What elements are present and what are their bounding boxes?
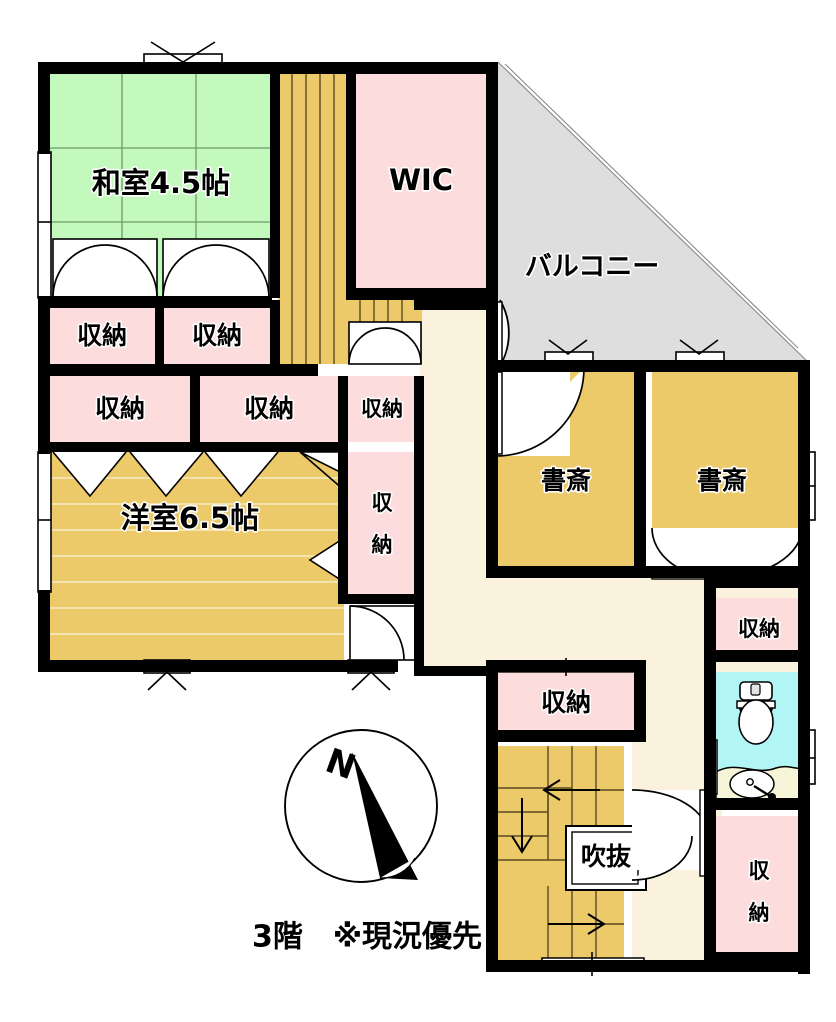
closet-g-floor bbox=[716, 598, 802, 658]
sink-drain bbox=[746, 778, 754, 786]
closet-f-floor bbox=[346, 452, 418, 598]
fukinuke-inner bbox=[571, 831, 639, 885]
balcony-area bbox=[497, 61, 807, 361]
label-closet-h-char1: 収 bbox=[749, 859, 771, 883]
closet-f-group bbox=[346, 452, 418, 598]
tatami-mat-lines bbox=[50, 72, 272, 298]
stairs-arrow-left bbox=[542, 779, 600, 801]
label-yoshitsu: 洋室6.5帖 bbox=[121, 501, 259, 535]
closet-d-floor bbox=[199, 376, 340, 442]
compass-needle-base bbox=[379, 857, 416, 879]
closet-g-group bbox=[716, 598, 802, 658]
room-study-right bbox=[651, 339, 816, 580]
stairs-arrow-down bbox=[511, 798, 533, 854]
study-left-door bbox=[489, 367, 585, 457]
closet-i-group bbox=[495, 658, 637, 734]
closet-row-upper bbox=[50, 306, 271, 366]
yoshitsu-closet-openings bbox=[52, 451, 345, 498]
label-study-left: 書斎 bbox=[541, 466, 591, 495]
label-wic: WIC bbox=[389, 163, 453, 197]
label-closet-h: 収 納 bbox=[747, 857, 772, 926]
room-toilet bbox=[705, 672, 816, 803]
washitsu-window bbox=[37, 151, 52, 299]
label-fukinuke: 吹抜 bbox=[581, 842, 632, 871]
wall-layer bbox=[38, 62, 810, 974]
room-washitsu bbox=[37, 41, 272, 299]
label-closet-f-char1: 収 bbox=[372, 491, 394, 515]
label-closet-c: 収納 bbox=[95, 394, 145, 423]
balcony-edge-line bbox=[497, 61, 807, 361]
wic-floor bbox=[352, 72, 492, 292]
upper-stair-treads bbox=[291, 72, 335, 364]
balcony-rail-line bbox=[504, 63, 799, 349]
compass-needle bbox=[352, 752, 418, 880]
label-closet-f-char2: 納 bbox=[372, 533, 393, 557]
toilet-fixture bbox=[736, 681, 776, 745]
label-washitsu: 和室4.5帖 bbox=[92, 166, 230, 200]
closet-b-floor bbox=[163, 306, 271, 366]
label-balcony: バルコニー bbox=[525, 252, 659, 283]
label-closet-b: 収納 bbox=[192, 321, 242, 350]
room-study-left bbox=[489, 339, 636, 578]
floor-caption: 3階 ※現況優先 bbox=[252, 920, 482, 955]
compass-rose: N bbox=[284, 729, 438, 883]
label-closet-e: 収納 bbox=[361, 397, 403, 421]
label-closet-a: 収納 bbox=[77, 321, 127, 350]
upper-stair-strip bbox=[278, 72, 422, 365]
hall-entry-door bbox=[631, 789, 710, 881]
yoshitsu-window bbox=[37, 451, 52, 593]
yoshitsu-entry-door bbox=[349, 605, 419, 661]
label-closet-f: 収 納 bbox=[370, 489, 395, 558]
closet-i-floor bbox=[496, 672, 636, 734]
closet-e-floor bbox=[346, 376, 418, 442]
label-study-right: 書斎 bbox=[697, 466, 747, 495]
label-closet-g: 収納 bbox=[738, 617, 780, 641]
label-closet-h-char2: 納 bbox=[749, 901, 770, 925]
upper-stair-floor bbox=[278, 72, 346, 364]
closet-h-floor bbox=[716, 816, 802, 964]
closet-c-floor bbox=[50, 376, 191, 442]
stairs-arrow-right bbox=[548, 913, 606, 935]
toilet-seat bbox=[738, 699, 774, 745]
closet-row-lower bbox=[50, 376, 419, 442]
closet-h-group bbox=[716, 816, 802, 964]
toilet-flush bbox=[750, 683, 761, 696]
yoshitsu-floor-lines bbox=[50, 477, 344, 635]
washitsu-closet-doors bbox=[52, 238, 270, 298]
landing-double-door bbox=[348, 321, 422, 365]
label-closet-i: 収納 bbox=[541, 688, 591, 717]
faucet-spout bbox=[753, 784, 771, 798]
label-closet-d: 収納 bbox=[244, 394, 294, 423]
closet-a-floor bbox=[50, 306, 155, 366]
